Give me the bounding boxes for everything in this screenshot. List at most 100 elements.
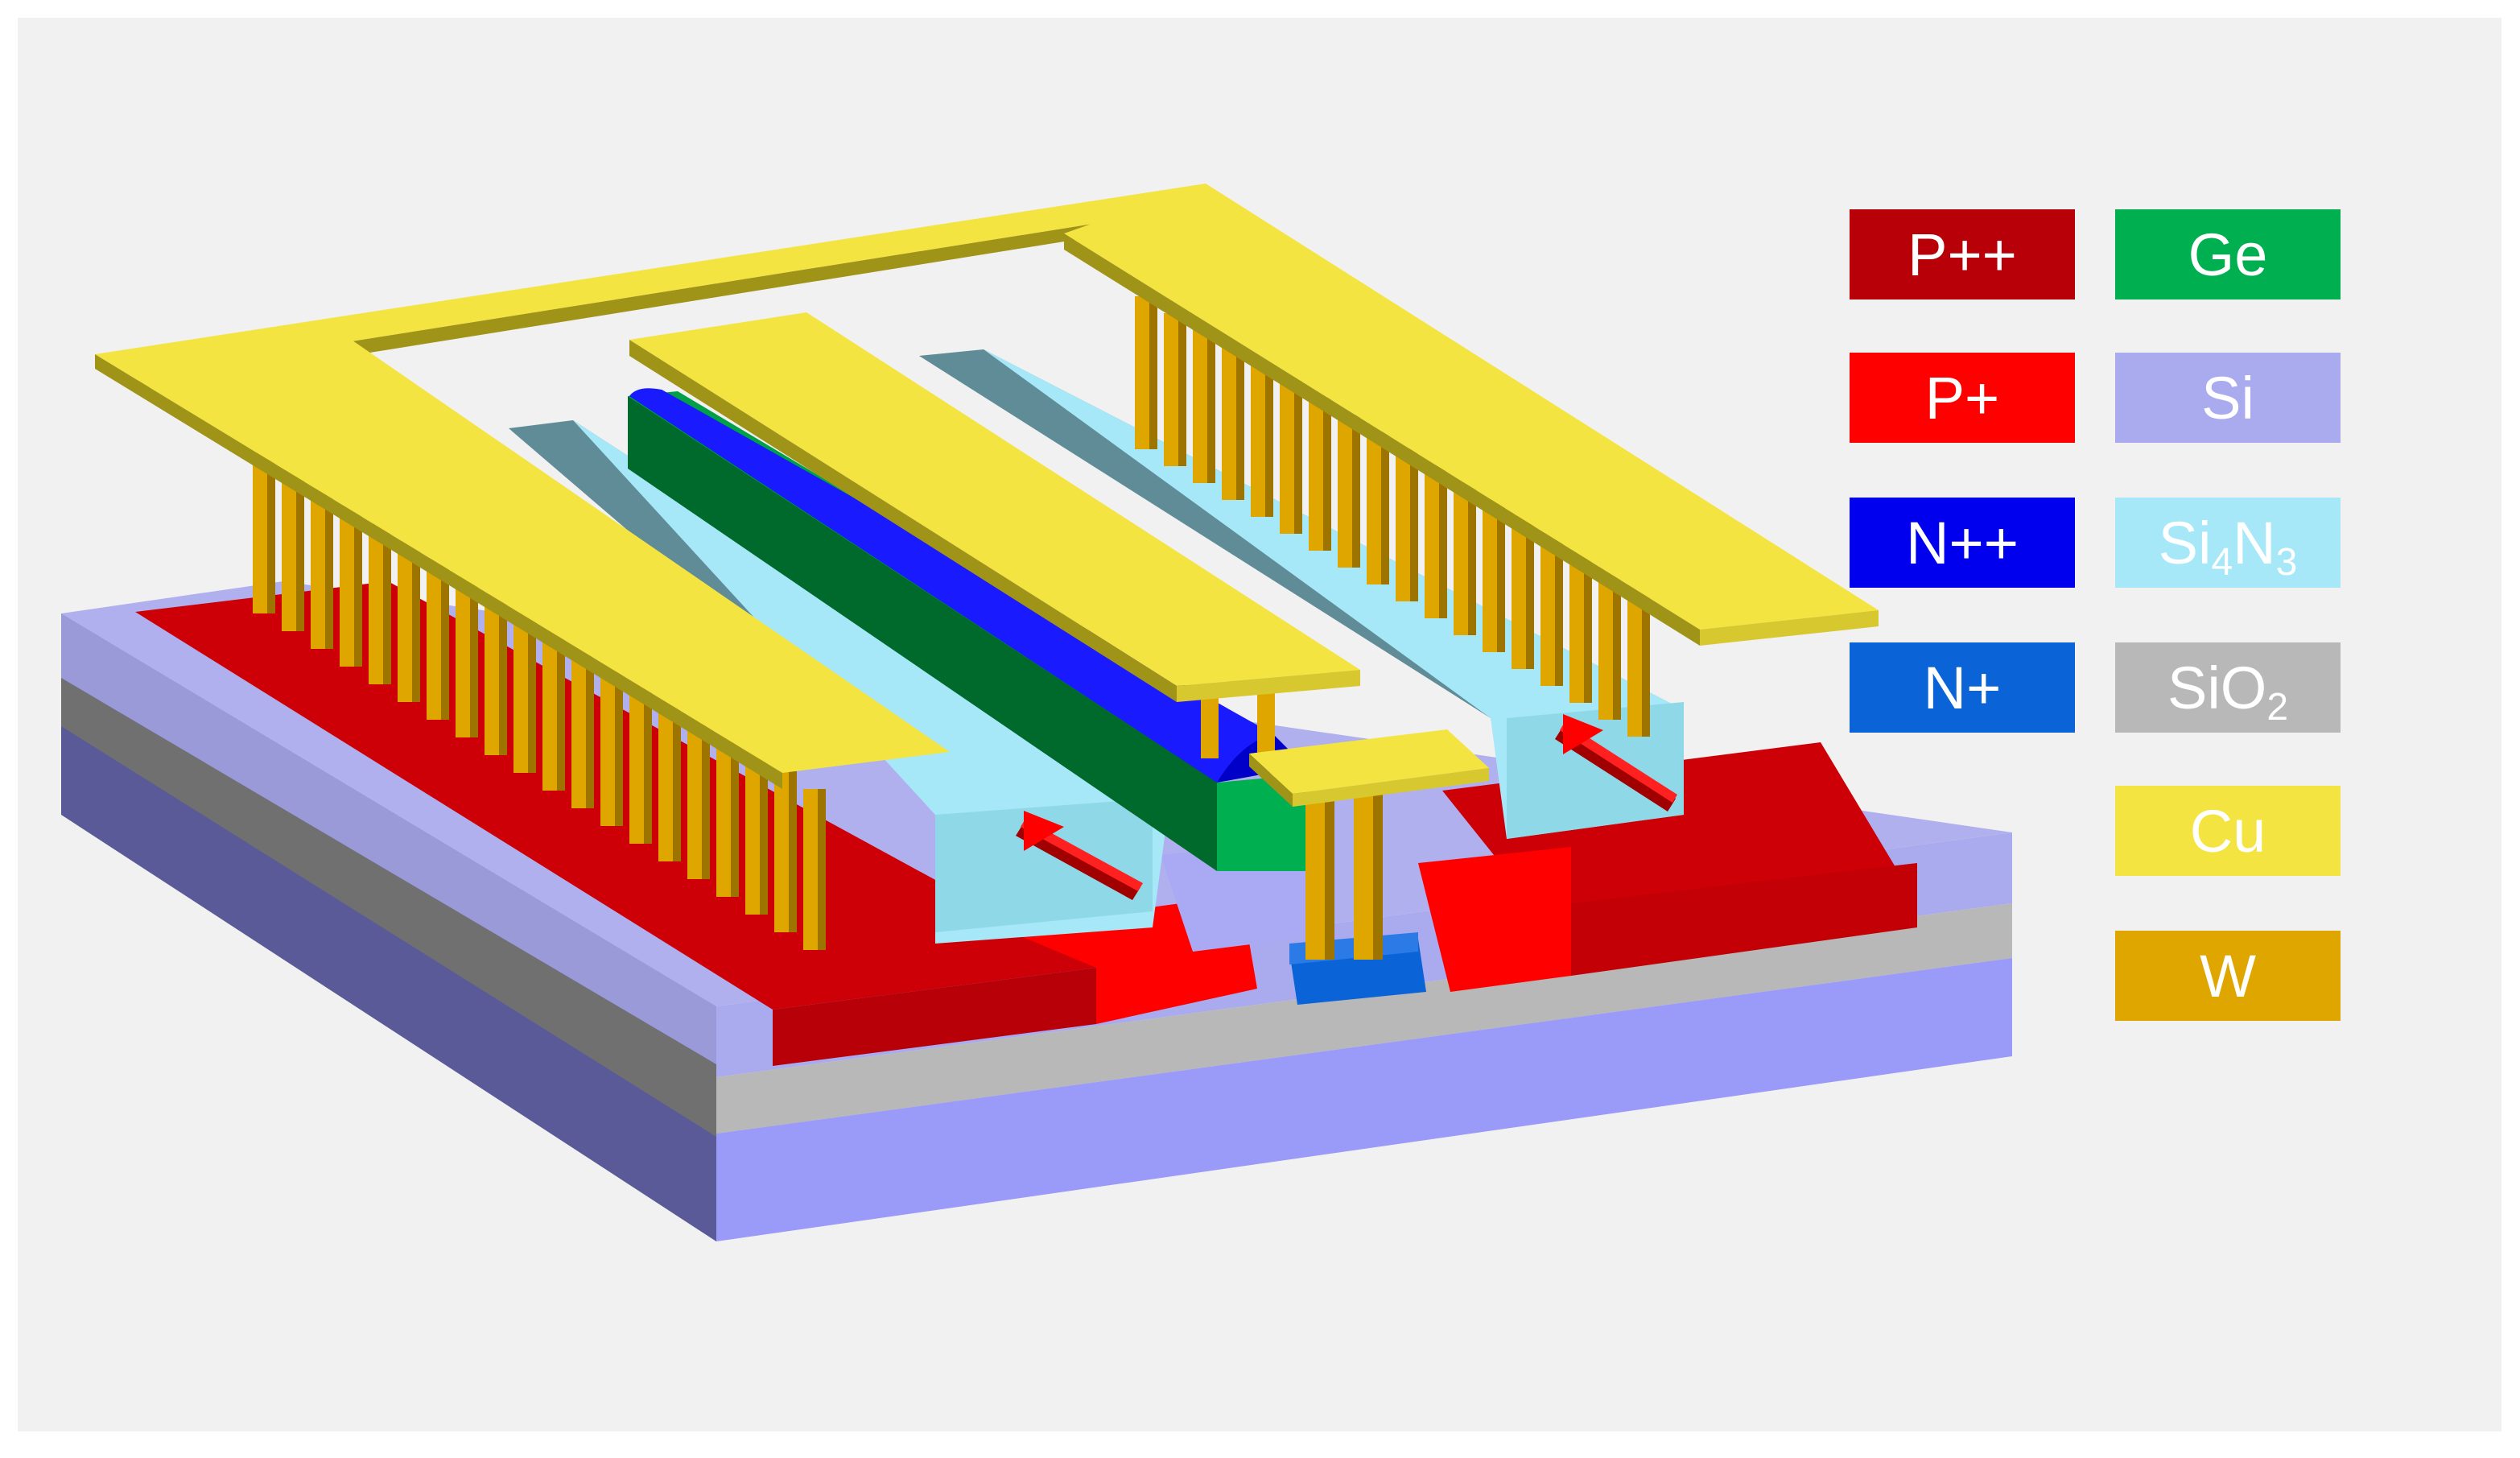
legend-w-label: W: [2200, 942, 2256, 1010]
nitride-right-top: [984, 349, 1684, 839]
legend-cu: Cu: [2115, 786, 2341, 876]
w-via-left-10: [513, 612, 528, 773]
w-via-left-9-side: [499, 594, 507, 755]
legend-si4n3: Si4N3: [2115, 498, 2341, 588]
legend-si-label: Si: [2201, 364, 2254, 432]
legend-sio2-label: SiO2: [2167, 654, 2288, 727]
w-via-right-5: [1251, 364, 1265, 517]
arrow-left-head: [1024, 811, 1064, 851]
legend-n-plus-label: N+: [1923, 654, 2002, 721]
p-plus-plus-left-front: [773, 968, 1096, 1066]
w-via-right-16-side: [1584, 550, 1592, 703]
n-plus-plus-cap-highlight: [629, 388, 1273, 783]
legend-si4n3-sub1: 4: [2211, 540, 2233, 584]
arrow-right-body: [1560, 722, 1677, 803]
w-via-left-15-side: [673, 700, 681, 861]
w-via-left-13-side: [615, 665, 623, 826]
w-via-center-1-side: [1325, 791, 1334, 960]
legend-p-plus-label: P+: [1924, 364, 2000, 432]
ge-side-face: [628, 396, 1217, 871]
w-vias-central: [1201, 691, 1383, 960]
w-via-center-2: [1354, 787, 1373, 960]
w-via-left-7-side: [441, 559, 449, 720]
w-via-left-10-side: [528, 612, 536, 773]
cu-right-bar-edge: [1064, 233, 1700, 646]
cu-n-plus-pad-edge: [1249, 754, 1293, 807]
w-via-right-18: [1627, 584, 1642, 737]
w-via-right-14: [1512, 516, 1526, 669]
w-via-right-8-side: [1352, 415, 1360, 568]
w-via-left-19-side: [789, 771, 797, 932]
cu-right-bar-end: [1700, 610, 1879, 646]
cu-n-plus-pad: [1249, 729, 1489, 794]
w-via-right-8: [1338, 415, 1352, 568]
w-via-right-11-side: [1439, 465, 1447, 618]
w-via-right-1: [1135, 296, 1149, 449]
w-via-right-10: [1396, 448, 1410, 601]
legend-n-plus-plus-label: N++: [1906, 509, 2019, 576]
nitride-right-front: [1507, 702, 1684, 839]
w-via-right-12: [1454, 482, 1468, 635]
light-arrows: [1016, 714, 1677, 900]
legend-si: Si: [2115, 353, 2341, 443]
w-via-right-1-side: [1149, 296, 1157, 449]
w-via-ge-2: [1257, 691, 1275, 755]
w-via-left-8-side: [470, 576, 478, 737]
p-plus-right: [1418, 847, 1571, 992]
legend-si4n3-part2: N: [2233, 509, 2276, 576]
w-via-left-13: [600, 665, 615, 826]
cu-interconnects: [95, 184, 1879, 807]
w-via-left-4-side: [354, 506, 362, 667]
cu-middle-bar: [629, 312, 1360, 686]
w-via-right-9: [1367, 432, 1381, 584]
w-via-center-1: [1305, 791, 1325, 960]
device-3d-diagram: [61, 184, 2012, 1241]
w-via-right-9-side: [1381, 432, 1389, 584]
w-via-left-2: [282, 470, 296, 631]
w-vias-left-group: [253, 452, 826, 950]
w-via-left-1-side: [267, 452, 275, 613]
substrate-si-front-face: [716, 958, 2012, 1241]
w-via-left-17: [716, 736, 731, 897]
legend-sio2-sub1: 2: [2266, 685, 2289, 729]
cu-left-bar-edge: [95, 354, 782, 789]
w-via-center-2-side: [1373, 787, 1383, 960]
w-via-left-9: [485, 594, 499, 755]
cu-middle-bar-end: [1177, 670, 1360, 702]
legend-ge: Ge: [2115, 209, 2341, 299]
w-via-right-3: [1193, 330, 1207, 483]
box-oxide-left-face: [61, 678, 716, 1137]
w-via-left-3-side: [325, 488, 333, 649]
ge-front-face: [1217, 774, 1305, 871]
w-via-left-14-side: [644, 683, 652, 844]
w-via-right-7-side: [1323, 398, 1331, 551]
legend-w: W: [2115, 931, 2341, 1021]
w-via-left-8: [456, 576, 470, 737]
w-via-left-5: [369, 523, 383, 684]
cu-top-bar-edge: [138, 203, 1225, 390]
w-via-left-7: [427, 559, 441, 720]
w-via-right-4: [1222, 347, 1236, 500]
arrow-left-shadow: [1016, 823, 1140, 900]
w-via-left-18: [745, 754, 760, 915]
w-via-left-18-side: [760, 754, 768, 915]
legend-cu-label: Cu: [2189, 797, 2266, 865]
w-via-right-17-side: [1613, 567, 1621, 720]
w-via-left-5-side: [383, 523, 391, 684]
cu-top-bar: [95, 184, 1225, 375]
w-via-right-2: [1164, 313, 1178, 466]
w-via-ge-1: [1201, 694, 1219, 758]
cu-middle-bar-edge: [629, 340, 1177, 702]
w-via-left-2-side: [296, 470, 304, 631]
legend-sio2: SiO2: [2115, 642, 2341, 733]
w-via-right-13: [1483, 499, 1497, 652]
legend-p-plus-plus: P++: [1850, 209, 2075, 299]
w-via-left-6-side: [412, 541, 420, 702]
w-via-left-4: [340, 506, 354, 667]
w-via-left-12-side: [586, 647, 594, 808]
w-via-left-17-side: [731, 736, 739, 897]
w-via-left-19: [774, 771, 789, 932]
w-via-right-12-side: [1468, 482, 1476, 635]
legend-si4n3-part1: Si: [2158, 509, 2212, 576]
w-via-right-4-side: [1236, 347, 1244, 500]
